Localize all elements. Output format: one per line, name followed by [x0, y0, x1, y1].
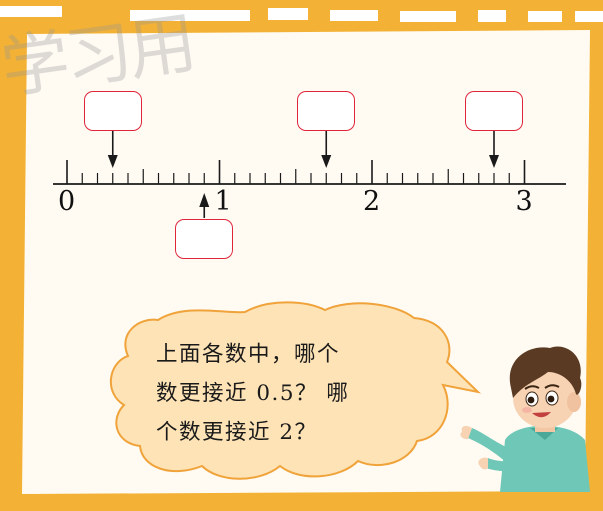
marker-arrow-head	[489, 155, 499, 168]
tick-label-1: 1	[214, 186, 232, 217]
boy-hand-left	[460, 425, 472, 440]
answer-box-1[interactable]	[83, 91, 142, 131]
answer-box-3[interactable]	[465, 91, 523, 131]
top-dash-stripe	[0, 6, 603, 22]
boy-hair	[509, 346, 582, 398]
number-line	[53, 131, 566, 218]
tick-label-3: 3	[515, 186, 533, 217]
answer-box-2[interactable]	[297, 91, 356, 131]
speech-line-3: 个数更接近 2？	[156, 420, 318, 445]
boy-shirt	[500, 425, 590, 492]
tick-label-0: 0	[58, 186, 76, 217]
boy-arm-left	[468, 428, 508, 462]
speech-line-1: 上面各数中，哪个	[156, 342, 341, 367]
speech-bubble-text: 上面各数中，哪个 数更接近 0.5？ 哪 个数更接近 2？	[156, 335, 418, 452]
speech-bubble	[109, 301, 482, 480]
marker-arrow-head	[107, 155, 118, 168]
marker-arrow-head	[199, 193, 210, 207]
tick-label-2: 2	[363, 186, 381, 217]
boy-ear	[567, 392, 581, 412]
boy-hand-right	[478, 457, 488, 470]
marker-arrow-head	[321, 155, 332, 168]
answer-box-4[interactable]	[175, 219, 234, 259]
boy-pointing-icon	[460, 346, 590, 492]
boy-mouth	[532, 412, 551, 418]
speech-line-2: 数更接近 0.5？ 哪	[156, 381, 350, 406]
boy-arm-right	[486, 458, 524, 472]
